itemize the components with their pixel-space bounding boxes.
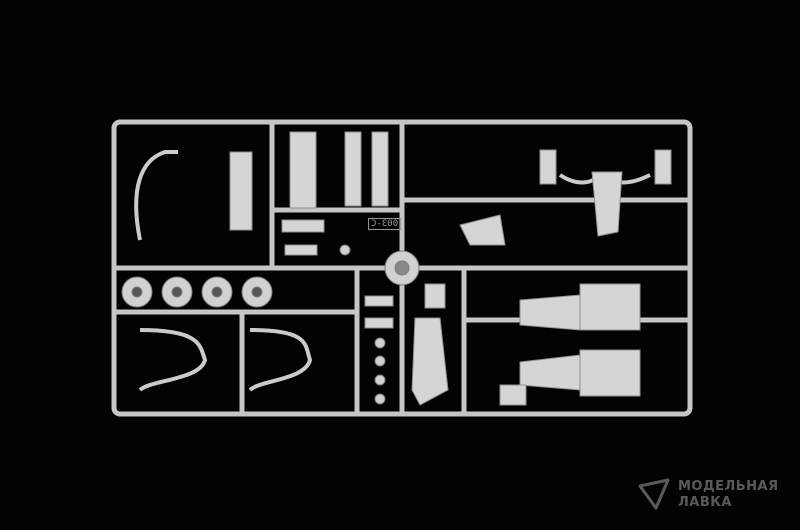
block-parts xyxy=(229,131,672,406)
watermark-line2: ЛАВКА xyxy=(678,495,732,510)
sprue-code-label: 003-C xyxy=(368,218,402,230)
watermark-line1: МОДЕЛЬНАЯ xyxy=(678,479,779,494)
watermark: МОДЕЛЬНАЯ ЛАВКА xyxy=(636,478,779,512)
rocket-logo-icon xyxy=(638,478,670,510)
wheel-parts xyxy=(121,244,420,405)
